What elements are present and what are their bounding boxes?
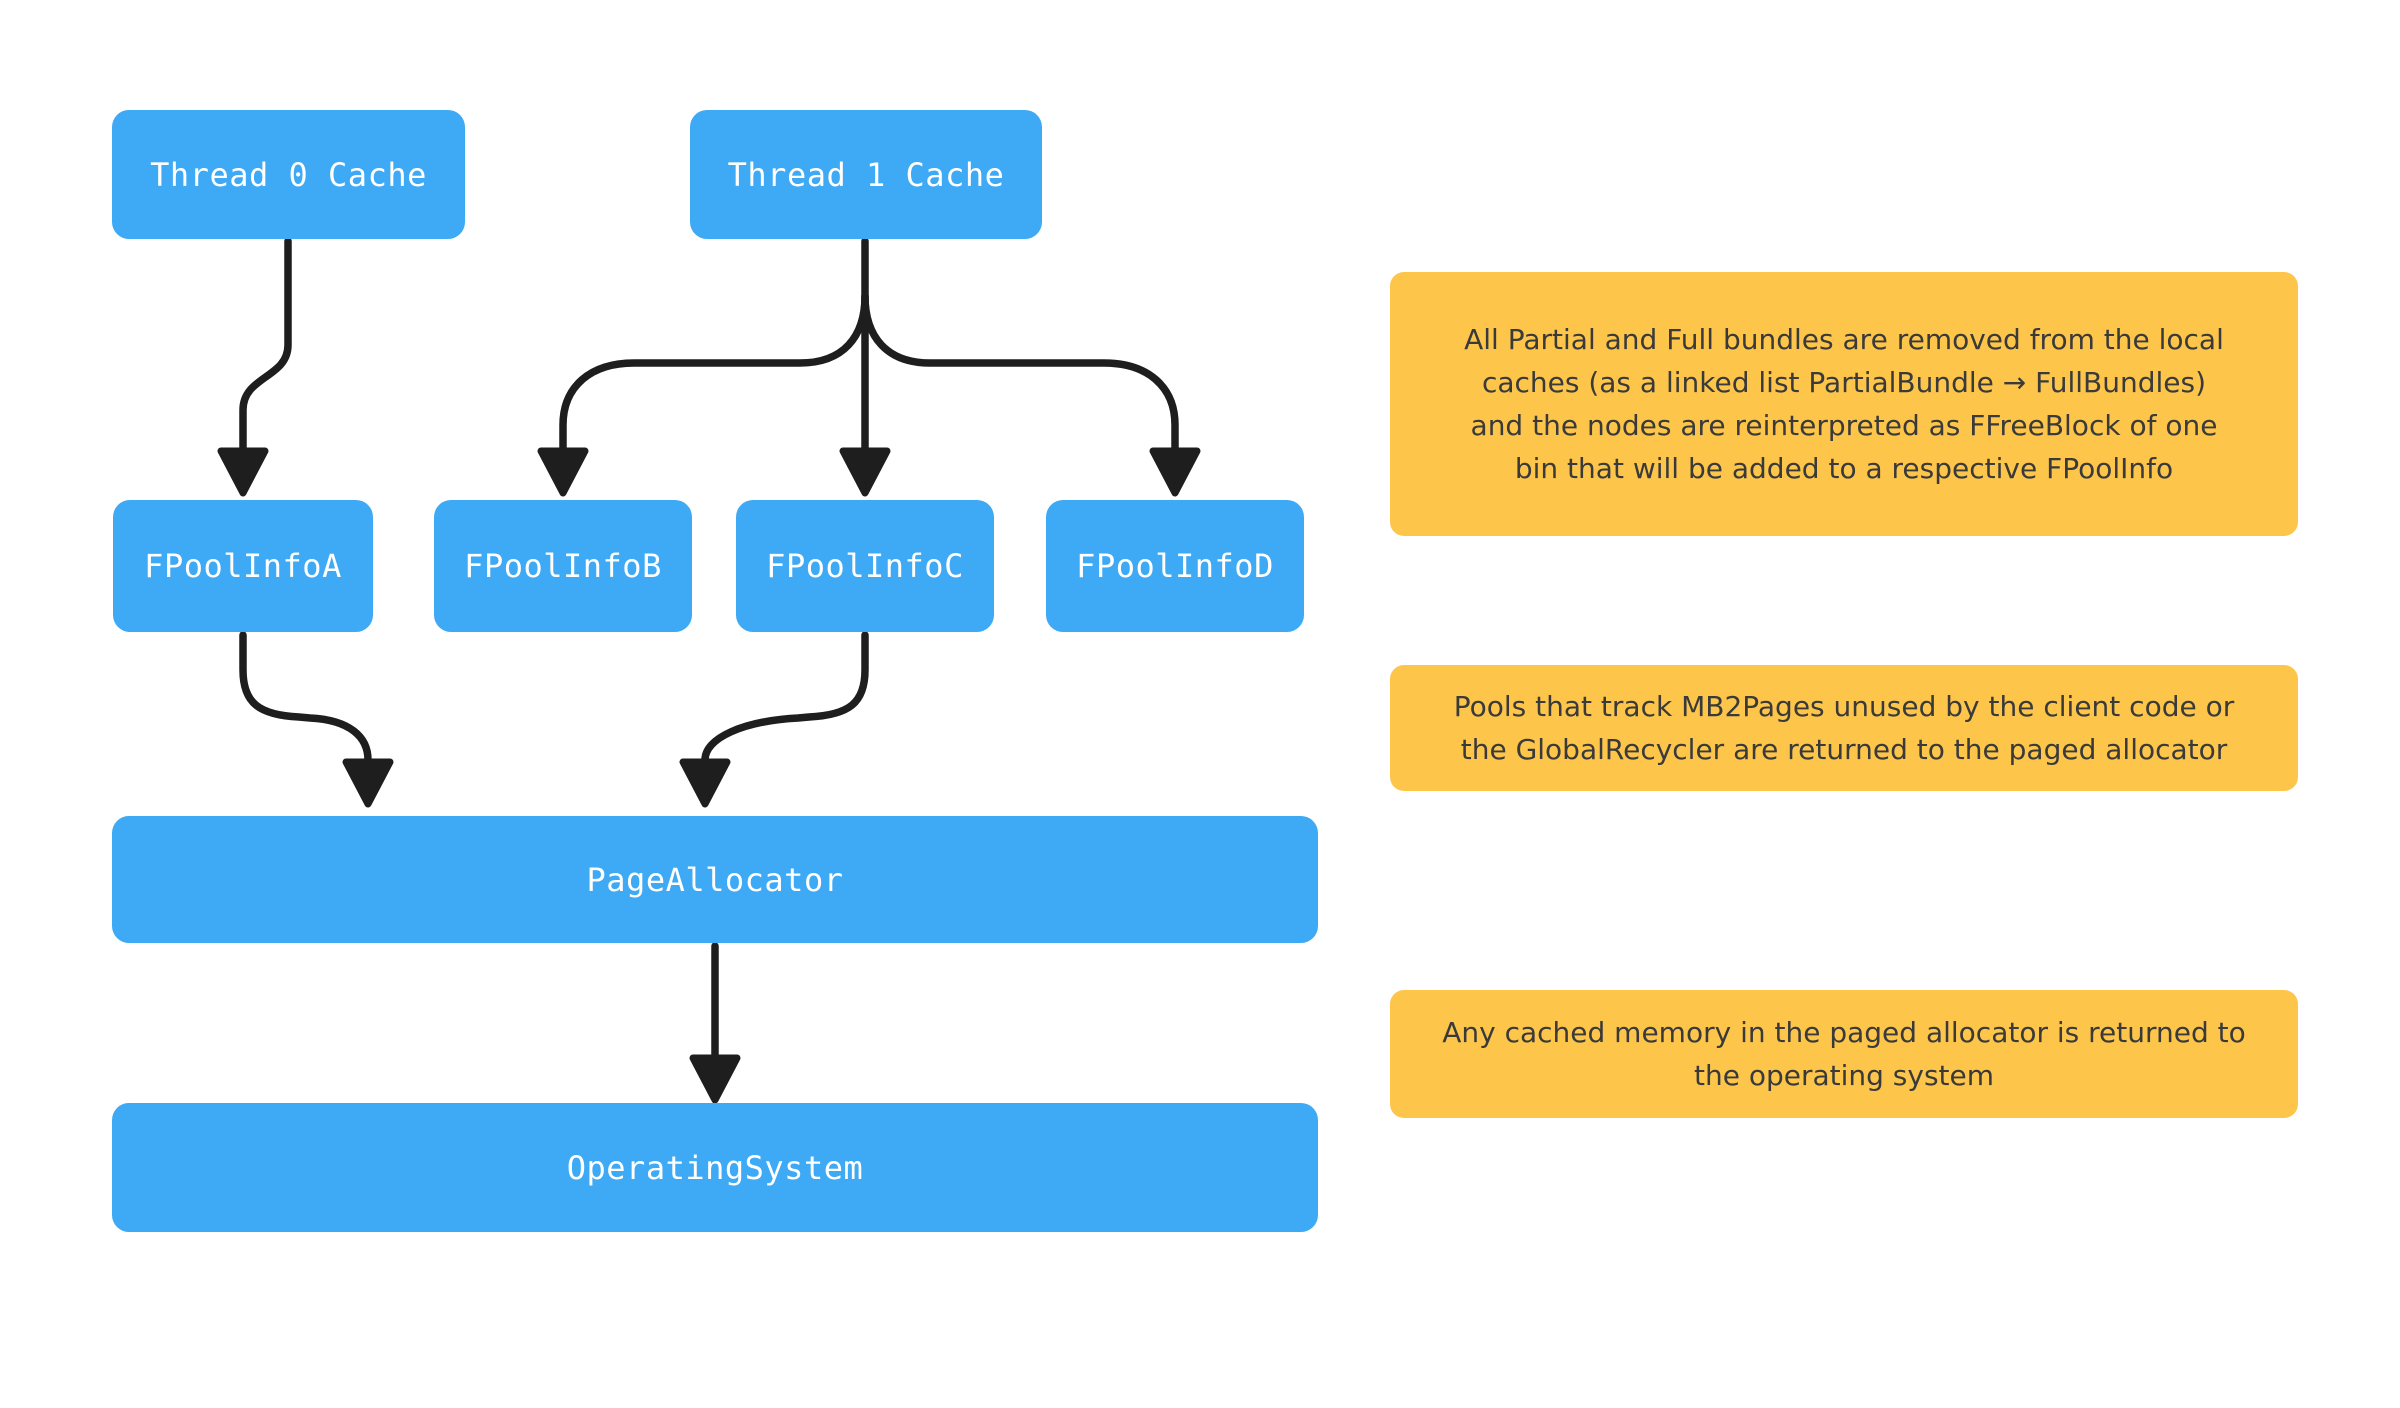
arrowhead-icon (839, 447, 891, 497)
edge-fpoolinfo-c-to-page-allocator (679, 631, 869, 808)
arrowhead-icon (537, 447, 589, 497)
arrowhead-icon (679, 758, 731, 808)
annotation-note-os[interactable]: Any cached memory in the paged allocator… (1390, 990, 2298, 1118)
arrowhead-icon (217, 447, 269, 497)
node-thread-1-cache[interactable]: Thread 1 Cache (690, 110, 1042, 239)
edge-thread1-to-fpoolinfo-d (861, 292, 1201, 497)
arrowhead-icon (1149, 447, 1201, 497)
edge-thread0-to-fpoolinfo-a (217, 237, 292, 497)
node-fpoolinfo-c[interactable]: FPoolInfoC (736, 500, 994, 632)
arrowhead-icon (689, 1054, 741, 1104)
node-fpoolinfo-a[interactable]: FPoolInfoA (113, 500, 373, 632)
annotation-note-pools[interactable]: Pools that track MB2Pages unused by the … (1390, 665, 2298, 791)
edge-fpoolinfo-a-to-page-allocator (239, 631, 394, 808)
node-fpoolinfo-b[interactable]: FPoolInfoB (434, 500, 692, 632)
edge-page-allocator-to-operating-system (689, 942, 741, 1104)
arrowhead-icon (342, 758, 394, 808)
annotation-note-bundles[interactable]: All Partial and Full bundles are removed… (1390, 272, 2298, 536)
node-thread-0-cache[interactable]: Thread 0 Cache (112, 110, 465, 239)
edge-thread1-to-fpoolinfo-b (537, 292, 869, 497)
node-fpoolinfo-d[interactable]: FPoolInfoD (1046, 500, 1304, 632)
node-operating-system[interactable]: OperatingSystem (112, 1103, 1318, 1232)
node-page-allocator[interactable]: PageAllocator (112, 816, 1318, 943)
edge-thread1-to-fpoolinfo-c (839, 237, 891, 497)
